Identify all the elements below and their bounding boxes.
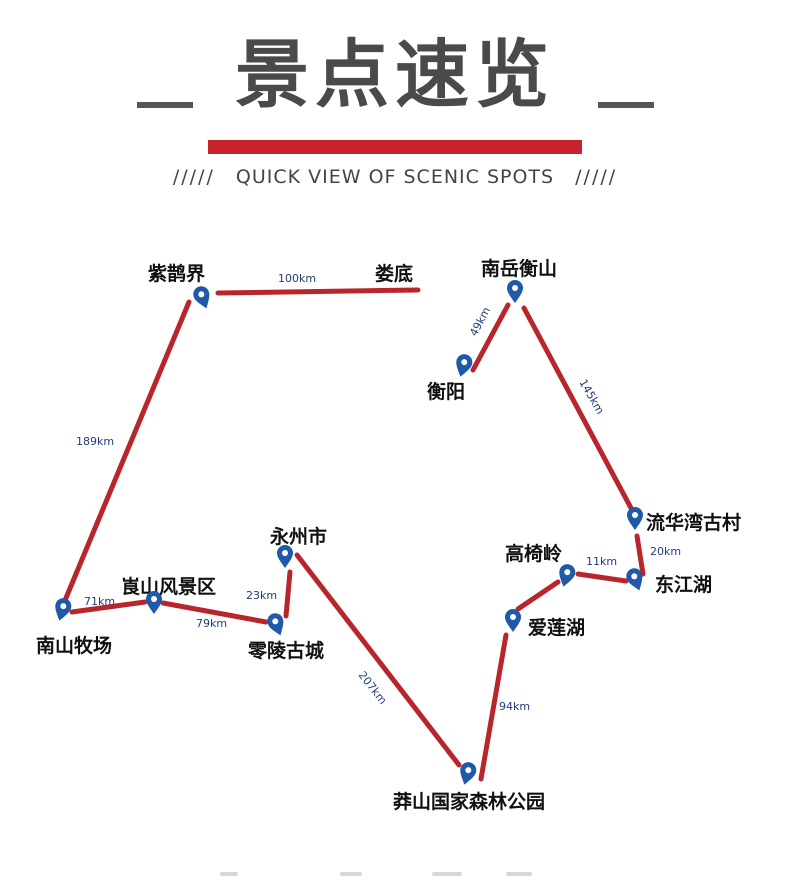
route-nanyue-liuhuawan [521,305,634,511]
place-label-mangshan: 莽山国家森林公园 [392,790,545,813]
subtitle-row: ///// QUICK VIEW OF SCENIC SPOTS ///// [0,166,790,188]
page-title: 景点速览 [235,32,555,118]
map-pin-body [507,280,523,303]
map-pin-dot [632,512,638,518]
place-label-lingling: 零陵古城 [247,639,324,662]
route-langshan-lingling [160,600,269,625]
place-label-zihejie: 紫鹊界 [148,262,205,285]
map-pin-dot [465,767,472,774]
place-label-loudi: 娄底 [375,262,413,285]
route-zihejie-loudi [215,287,421,296]
map-pin-icon-ailianhu [505,609,521,632]
route-lingling-yongzhou [283,569,293,619]
footer-mark-1 [220,872,238,876]
distance-langshan-lingling: 79km [196,617,227,630]
map-pin-dot [631,573,638,580]
map-pin-body [55,598,72,621]
map-pin-dot [461,359,468,366]
distance-nanshan-zihejie: 189km [76,435,114,448]
distance-zihejie-loudi: 100km [278,272,316,285]
map-pin-icon-langshan [146,591,162,614]
route-nanshan-langshan [69,599,148,615]
map-pin-icon-dongjianghu [626,568,643,591]
map-pin-icon-gaoyiling [559,564,576,587]
distance-liuhuawan-dongjianghu: 20km [650,545,681,558]
distance-labels: 100km 189km 71km 79km 23km 207km 94km 11… [76,272,681,713]
map-pin-body [626,568,643,591]
map-pin-body [193,286,210,309]
route-nanshan-zihejie [63,299,192,601]
slashes-right: ///// [575,166,618,188]
distance-yongzhou-mangshan: 207km [356,669,390,707]
place-label-dongjianghu: 东江湖 [655,573,712,596]
map-pin-dot [60,603,67,610]
map-pin-body [146,591,162,614]
footer-mark-2 [340,872,362,876]
distance-hengyang-nanyue: 49km [467,305,493,339]
footer-fragment [220,872,580,881]
place-label-ailianhu: 爱莲湖 [528,616,585,639]
map-pin-body [460,762,477,785]
map-pin-dot [282,550,288,556]
map-pin-icon-zihejie [193,286,210,309]
route-liuhuawan-dongjianghu [634,533,646,577]
place-label-yongzhou: 永州市 [269,525,327,548]
place-label-nanyue: 南岳衡山 [481,257,557,280]
route-lines [63,287,646,782]
map-pin-dot [512,285,518,291]
map-pin-icon-liuhuawan [627,507,643,530]
route-mangshan-ailianhu [478,632,509,782]
footer-mark-3 [432,872,462,876]
map-pin-icon-yongzhou [277,545,293,568]
route-yongzhou-mangshan [294,552,462,768]
map-pin-dot [272,618,279,625]
place-label-langshan: 崀山风景区 [121,576,216,598]
map-pin-body [505,609,521,632]
map-pin-body [627,507,643,530]
map-pin-dot [151,596,157,602]
map-pin-body [559,564,576,587]
map-pin-body [456,354,473,377]
header: 景点速览 ///// QUICK VIEW OF SCENIC SPOTS //… [0,0,790,200]
map-pins [55,280,643,785]
route-ailianhu-gaoyiling [515,579,561,612]
distance-gaoyiling-dongjianghu: 11km [586,555,617,568]
map-pin-icon-mangshan [460,762,477,785]
map-pin-icon-nanshan [55,598,72,621]
place-labels: 紫鹊界 娄底 南岳衡山 衡阳 流华湾古村 东江湖 高椅岭 爱莲湖 莽山国家森林公… [36,257,741,813]
footer-mark-4 [506,872,532,876]
map-pin-icon-nanyue [507,280,523,303]
distance-lingling-yongzhou: 23km [246,589,277,602]
subtitle: QUICK VIEW OF SCENIC SPOTS [235,166,555,188]
title-underline-bar [208,140,582,154]
place-label-liuhuawan: 流华湾古村 [646,511,741,534]
map-pin-icon-lingling [267,613,284,636]
slashes-left: ///// [172,166,215,188]
map-pin-dot [198,291,205,298]
map-pin-body [267,613,284,636]
title-dash-right [598,102,654,108]
route-hengyang-nanyue [470,302,511,373]
place-label-gaoyiling: 高椅岭 [505,542,562,565]
title-dash-left [137,102,193,108]
map-pin-dot [510,614,516,620]
distance-nanshan-langshan: 71km [84,595,115,608]
distance-mangshan-ailianhu: 94km [499,700,530,713]
place-label-hengyang: 衡阳 [427,380,465,403]
place-label-nanshan: 南山牧场 [36,634,112,657]
map-pin-body [277,545,293,568]
route-gaoyiling-dongjianghu [575,571,629,584]
map-pin-icon-hengyang [456,354,473,377]
map-pin-dot [564,569,571,576]
